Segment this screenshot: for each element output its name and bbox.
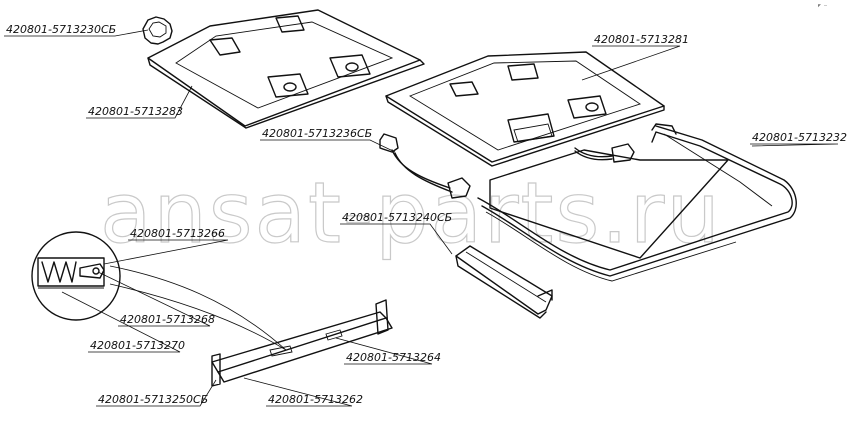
leader-lines	[4, 29, 839, 407]
callout-cable-assembly: 420801-5713236СБ	[262, 127, 372, 140]
callout-cap: 420801-5713230СБ	[6, 23, 116, 36]
frame-part	[477, 123, 797, 282]
callout-lid-panel: 420801-5713283	[88, 105, 183, 118]
callout-rail-assembly: 420801-5713250СБ	[98, 393, 208, 406]
callout-sleeve: 420801-5713270	[90, 339, 185, 352]
callout-rail-profile: 420801-5713262	[268, 393, 363, 406]
callout-rail-bar: 420801-5713264	[346, 351, 441, 364]
rail-part	[211, 299, 393, 387]
corner-mark: ◤ —	[818, 3, 828, 9]
callout-channel-bracket: 420801-5713240СБ	[342, 211, 452, 224]
lid-panel-part	[147, 9, 425, 129]
callout-spring: 420801-5713266	[130, 227, 225, 240]
channel-bracket-part	[455, 245, 553, 319]
tray-part	[385, 51, 665, 167]
cap-part	[142, 16, 173, 45]
cable-assembly-part	[379, 133, 635, 199]
callout-frame: 420801-5713232	[752, 131, 847, 144]
callout-labels: 420801-5713230СБ 420801-5713283 420801-5…	[6, 23, 847, 406]
callout-tray: 420801-5713281	[594, 33, 689, 46]
callout-pin: 420801-5713268	[120, 313, 215, 326]
watermark: ansat-parts.ru	[100, 164, 722, 262]
